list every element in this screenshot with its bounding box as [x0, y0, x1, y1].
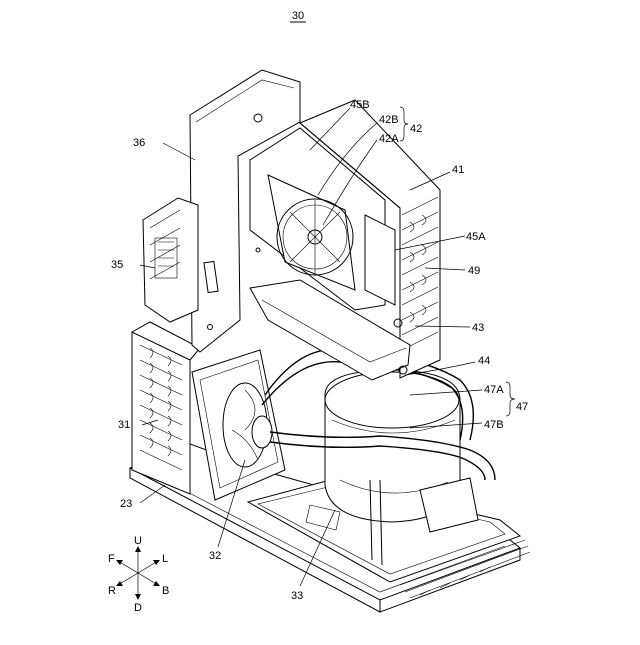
label-23: 23: [120, 498, 132, 510]
arrow-left-icon: [153, 560, 160, 565]
label-42A: 42A: [379, 133, 399, 145]
label-45B: 45B: [350, 99, 370, 111]
guide-plate: [365, 215, 395, 305]
figure-number: 30: [292, 10, 304, 22]
compass-front: F: [108, 553, 115, 565]
label-47B: 47B: [484, 419, 504, 431]
compass-rear: R: [108, 585, 116, 597]
direction-compass: U D F L R B: [108, 535, 169, 614]
label-42: 42: [410, 123, 422, 135]
label-49: 49: [468, 265, 480, 277]
label-35: 35: [111, 259, 123, 271]
label-47A: 47A: [484, 384, 504, 396]
arrow-rear-icon: [116, 581, 123, 586]
condenser-coil: [132, 322, 200, 494]
compass-up: U: [134, 535, 142, 547]
label-32: 32: [209, 550, 221, 562]
label-42B: 42B: [379, 114, 399, 126]
compass-back: B: [162, 585, 169, 597]
label-31: 31: [118, 419, 130, 431]
label-45A: 45A: [466, 231, 486, 243]
control-box: [143, 198, 198, 322]
label-44: 44: [478, 355, 490, 367]
label-33: 33: [291, 590, 303, 602]
arrow-down-icon: [135, 594, 141, 600]
label-36: 36: [133, 137, 145, 149]
arrow-front-icon: [116, 560, 123, 565]
compass-down: D: [134, 602, 142, 614]
compass-left: L: [162, 553, 168, 565]
label-43: 43: [472, 322, 484, 334]
label-41: 41: [452, 164, 464, 176]
label-47: 47: [516, 401, 528, 413]
arrow-back-icon: [153, 581, 160, 586]
